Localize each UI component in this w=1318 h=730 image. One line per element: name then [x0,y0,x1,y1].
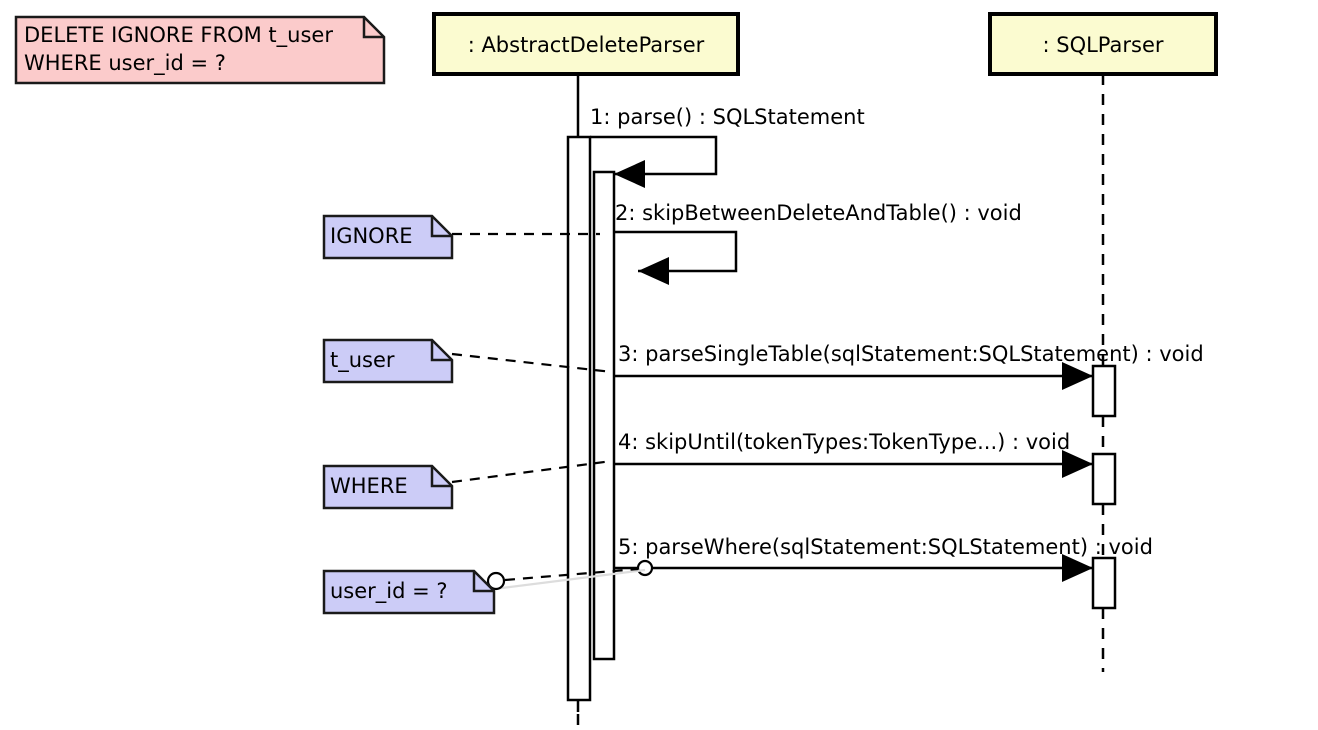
note-user-id[interactable]: user_id = ? [322,569,496,615]
message-3-call[interactable] [614,362,1093,390]
activation-bar-outer-left [566,135,592,702]
message-label-1: 1: parse() : SQLStatement [590,105,865,129]
connector-t-user-note [451,352,613,374]
connector-where-note [451,459,613,484]
message-1-arrowhead [614,160,645,188]
note-sql-statement-fold [362,17,384,39]
message-label-5: 5: parseWhere(sqlStatement:SQLStatement)… [618,535,1153,559]
message-1-self-call[interactable] [590,135,718,188]
participant-label-abstract-delete-parser: : AbstractDeleteParser [468,33,705,57]
message-2-arrowhead [638,257,669,285]
activation-bar-right-2 [1091,452,1117,506]
note-where-label: WHERE [330,474,408,498]
connector-user-id-note [504,567,639,582]
note-sql-statement-body [14,15,386,85]
activation-bars-abstract-delete-parser [566,135,616,702]
message-4-arrowhead [1062,450,1093,478]
note-user-id-label: user_id = ? [330,579,448,604]
note-where-fold [430,466,452,488]
message-1-loop-path [590,135,718,176]
note-user-id-body [322,569,496,615]
note-sql-statement-line-1: DELETE IGNORE FROM t_user [24,23,333,48]
note-where-body [322,464,454,510]
connector-user-id-anchor-circle [486,571,506,591]
participant-box-abstract-delete-parser [432,12,740,76]
participant-box-sql-parser [988,12,1218,76]
note-connectors [451,232,646,594]
note-sql-statement-line-2: WHERE user_id = ? [24,51,226,76]
note-t-user-label: t_user [330,348,395,373]
message-label-2: 2: skipBetweenDeleteAndTable() : void [615,201,1022,225]
message-label-3: 3: parseSingleTable(sqlStatement:SQLStat… [618,342,1204,366]
note-t-user[interactable]: t_user [322,338,454,384]
note-sql-statement[interactable]: DELETE IGNORE FROM t_user WHERE user_id … [14,15,386,85]
note-user-id-fold [472,571,494,593]
activation-bar-right-1 [1091,364,1117,418]
message-2-self-call[interactable] [614,230,738,285]
participant-sql-parser[interactable]: : SQLParser [988,12,1218,76]
message-4-call[interactable] [614,450,1093,478]
message-2-loop-path [614,230,738,273]
activation-bars-sql-parser [1091,364,1117,610]
note-t-user-body [322,338,454,384]
activation-bar-inner-left [592,170,616,661]
participant-label-sql-parser: : SQLParser [1042,33,1163,57]
activation-bar-right-3 [1091,556,1117,610]
participant-abstract-delete-parser[interactable]: : AbstractDeleteParser [432,12,740,76]
message-3-arrowhead [1062,362,1093,390]
message-5-arrowhead [1062,554,1093,582]
note-ignore-label: IGNORE [330,224,413,248]
note-where[interactable]: WHERE [322,464,454,510]
message-label-4: 4: skipUntil(tokenTypes:TokenType...) : … [618,430,1070,454]
note-t-user-fold [430,340,452,362]
note-ignore[interactable]: IGNORE [322,214,454,260]
note-ignore-body [322,214,454,260]
note-ignore-fold [430,216,452,238]
message-5-anchor-circle [636,559,654,577]
